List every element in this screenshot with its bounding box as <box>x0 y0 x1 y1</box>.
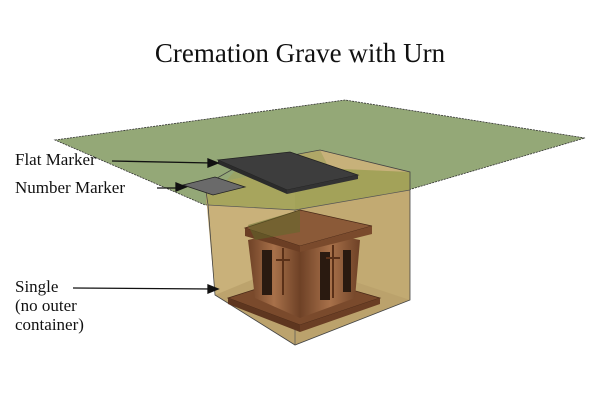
flat-marker-label: Flat Marker <box>15 150 96 169</box>
flat-marker-slab <box>216 151 360 194</box>
single-label: Single (no outer container) <box>15 277 84 334</box>
single-label-line2: (no outer <box>15 296 77 315</box>
number-marker-label: Number Marker <box>15 178 125 197</box>
single-label-line3: container) <box>15 315 84 334</box>
diagram-title: Cremation Grave with Urn <box>154 38 446 68</box>
number-marker-slab <box>181 176 247 196</box>
urn <box>226 209 382 332</box>
single-label-line1: Single <box>15 277 59 296</box>
